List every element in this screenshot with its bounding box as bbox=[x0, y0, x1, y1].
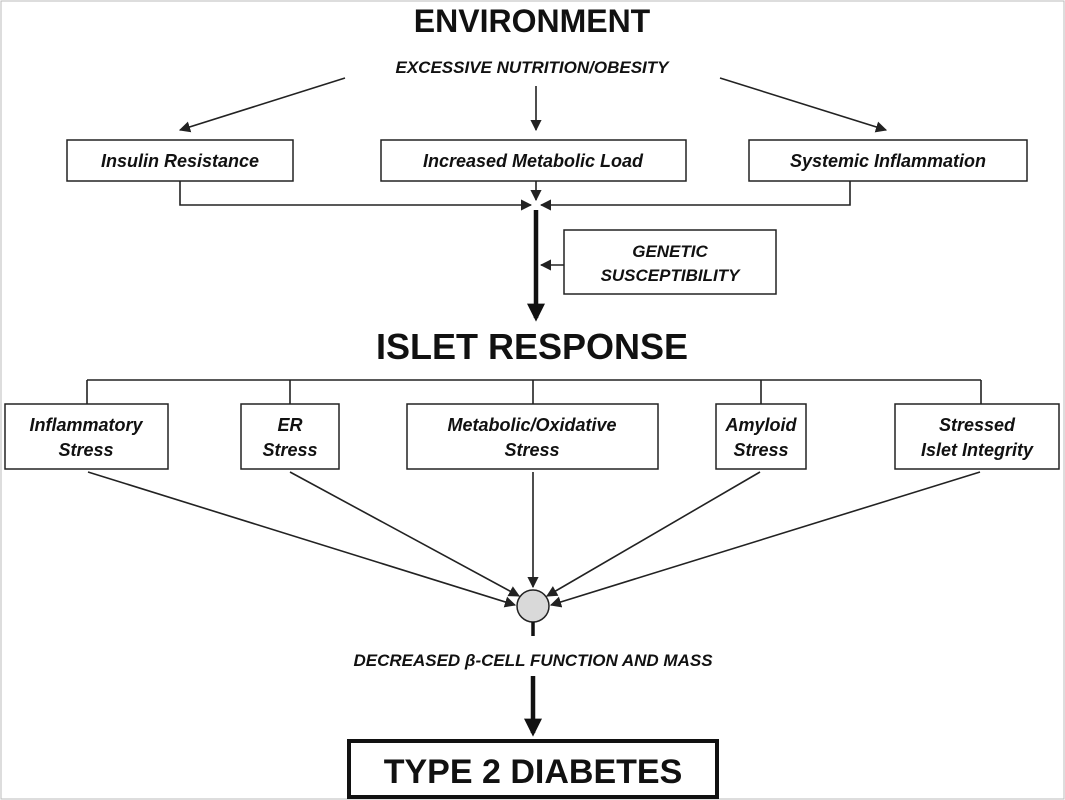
stress-inflammatory: Inflammatory Stress bbox=[4, 403, 169, 470]
factor-increased-metabolic-load: Increased Metabolic Load bbox=[380, 139, 687, 182]
factor-label: Increased Metabolic Load bbox=[423, 151, 644, 171]
stress-metabolic-oxidative: Metabolic/Oxidative Stress bbox=[406, 403, 659, 470]
environment-title: ENVIRONMENT bbox=[414, 3, 651, 39]
islet-response-title: ISLET RESPONSE bbox=[376, 326, 688, 367]
arrow-amyloid-to-node bbox=[546, 471, 761, 597]
arrow-islet-integrity-to-node bbox=[549, 471, 981, 608]
factor-insulin-resistance: Insulin Resistance bbox=[66, 139, 294, 182]
arrow-er-to-node bbox=[289, 471, 520, 597]
stress-label-line-1: Amyloid bbox=[724, 415, 797, 435]
stress-label-line-1: Stressed bbox=[939, 415, 1016, 435]
stress-islet-integrity: Stressed Islet Integrity bbox=[894, 403, 1060, 470]
arrow-to-insulin-resistance bbox=[178, 77, 346, 133]
factor-label: Systemic Inflammation bbox=[790, 151, 986, 171]
factor-label: Insulin Resistance bbox=[101, 151, 259, 171]
outcome-box: TYPE 2 DIABETES bbox=[347, 739, 719, 799]
stress-label-line-1: Inflammatory bbox=[29, 415, 143, 435]
stress-label-line-1: Metabolic/Oxidative bbox=[447, 415, 616, 435]
genetic-line-1: GENETIC bbox=[632, 242, 708, 261]
beta-cell-label: DECREASED β-CELL FUNCTION AND MASS bbox=[353, 651, 713, 670]
outcome-label: TYPE 2 DIABETES bbox=[384, 753, 683, 791]
beta-cell-node bbox=[516, 589, 550, 623]
connector-systemic-inflammation bbox=[539, 181, 851, 211]
stress-label-line-2: Stress bbox=[58, 440, 113, 460]
factor-systemic-inflammation: Systemic Inflammation bbox=[748, 139, 1028, 182]
stress-label-line-2: Islet Integrity bbox=[921, 440, 1034, 460]
genetic-susceptibility-box: GENETIC SUSCEPTIBILITY bbox=[563, 229, 777, 295]
stress-label-line-2: Stress bbox=[262, 440, 317, 460]
stress-label-line-2: Stress bbox=[504, 440, 559, 460]
stress-label-line-2: Stress bbox=[733, 440, 788, 460]
connector-insulin-resistance bbox=[179, 181, 533, 211]
environment-subtitle: EXCESSIVE NUTRITION/OBESITY bbox=[396, 58, 671, 77]
stress-label-line-1: ER bbox=[277, 415, 302, 435]
stress-er: ER Stress bbox=[240, 403, 340, 470]
arrow-to-systemic-inflammation bbox=[719, 77, 888, 133]
stress-amyloid: Amyloid Stress bbox=[715, 403, 807, 470]
arrow-inflammatory-to-node bbox=[87, 471, 517, 608]
genetic-line-2: SUSCEPTIBILITY bbox=[601, 266, 742, 285]
